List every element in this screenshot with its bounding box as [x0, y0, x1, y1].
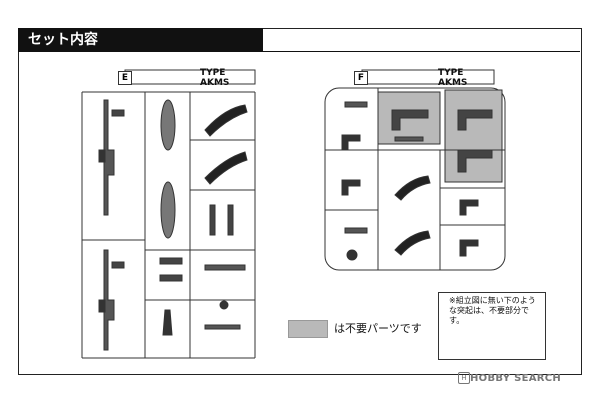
title-underline: [263, 51, 580, 52]
watermark-logo: H: [458, 372, 470, 384]
runner-f-letter: F: [354, 71, 368, 85]
runner-f: [324, 69, 506, 271]
runner-f-type: TYPE: [438, 68, 464, 78]
unneeded-part-swatch: [288, 320, 328, 338]
runner-e-model: AKMS: [200, 78, 230, 88]
runner-e-type: TYPE: [200, 68, 226, 78]
note-box: [438, 292, 546, 360]
legend-text: は不要パーツです: [334, 322, 422, 335]
runner-e-letter: E: [118, 71, 132, 85]
page-title: セット内容: [18, 28, 263, 52]
watermark-text: HOBBY SEARCH: [470, 373, 562, 384]
runner-e: [81, 69, 256, 359]
note-text: ※組立図に無い下のような突起は、不要部分です。: [449, 296, 536, 325]
runner-f-model: AKMS: [438, 78, 468, 88]
